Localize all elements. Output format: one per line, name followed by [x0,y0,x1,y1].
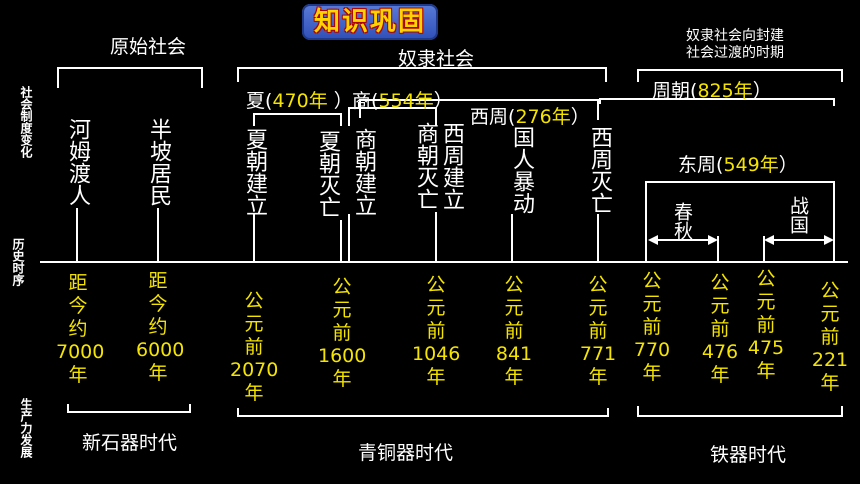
event-shang-fall: 商朝灭亡 [413,122,438,210]
event-west-zhou-founded: 西周建立 [439,122,464,210]
event-west-zhou-fall: 西周灭亡 [587,126,612,214]
period-zhanguo: 战国 [787,196,809,234]
event-hemudu: 河姆渡人 [65,118,90,206]
dynasty-shang: 商(554年） [352,90,453,112]
era-transition-line1: 奴隶社会向封建 [686,28,784,44]
event-shang-founded: 商朝建立 [351,128,376,216]
age-bronze: 青铜器时代 [358,442,454,464]
dynasty-west-zhou: 西周(276年） [470,106,590,128]
title-banner: 知识巩固 [302,4,438,40]
event-xia-founded: 夏朝建立 [242,128,267,216]
age-neolithic: 新石器时代 [82,432,178,454]
age-iron: 铁器时代 [710,444,787,466]
era-slave: 奴隶社会 [398,48,475,70]
dynasty-east-zhou: 东周(549年） [678,154,798,176]
dynasty-zhou: 周朝(825年） [652,80,772,102]
dynasty-xia: 夏(470年 ） [246,90,353,112]
event-xia-fall: 夏朝灭亡 [315,130,340,218]
side-label-society: 社会制度变化 [19,86,33,158]
event-banpo: 半坡居民 [146,118,171,206]
era-transition-line2: 社会过渡的时期 [686,45,784,61]
era-primitive: 原始社会 [110,36,187,58]
side-label-production: 生产力发展 [19,398,33,458]
period-chunqiu: 春秋 [671,202,693,240]
side-label-timeline: 历史时序 [11,238,25,286]
page-title: 知识巩固 [313,7,426,37]
event-guoren-uprising: 国人暴动 [509,126,534,214]
